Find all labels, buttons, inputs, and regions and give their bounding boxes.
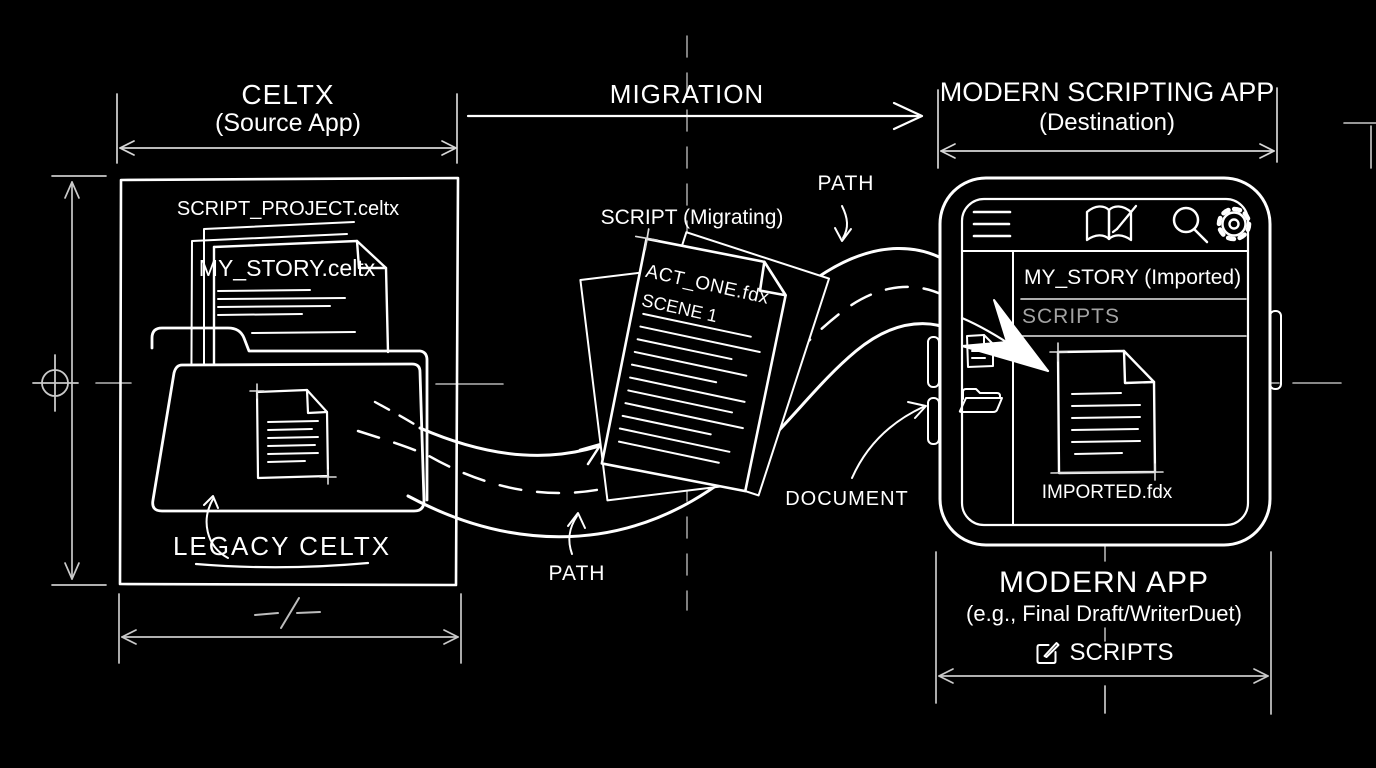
device-section-label: SCRIPTS <box>1022 305 1121 328</box>
story-file-label: MY_STORY.celtx <box>198 255 376 281</box>
destination-dimension-arrow <box>937 87 1278 169</box>
migrating-script-label: SCRIPT (Migrating) <box>600 206 784 229</box>
device-screen-title: MY_STORY (Imported) <box>1024 266 1242 289</box>
path-arrowhead-small <box>578 442 603 466</box>
edit-icon <box>1036 642 1060 665</box>
migration-label: MIGRATION <box>609 79 765 109</box>
device-side-button <box>927 397 940 445</box>
path-arrowhead-large <box>960 299 1050 373</box>
legacy-folder-label: LEGACY CELTX <box>172 531 392 561</box>
modern-app-dimension-arrow <box>935 551 1272 715</box>
sidebar-folder-icon <box>958 388 1003 413</box>
device-frame <box>927 176 1282 547</box>
device-side-button <box>927 336 940 388</box>
imported-file-label: IMPORTED.fdx <box>1041 482 1173 503</box>
source-app-box <box>118 176 460 587</box>
source-subtitle: (Source App) <box>215 109 361 137</box>
left-height-dimension <box>51 175 107 586</box>
book-pencil-icon <box>1085 204 1138 242</box>
source-dimension-arrow <box>116 93 458 164</box>
source-document <box>212 239 390 370</box>
document-arrow <box>851 401 927 479</box>
legacy-arrow <box>194 495 370 569</box>
path-bottom-label: PATH <box>548 562 606 585</box>
path-bottom-arrow <box>567 512 586 555</box>
bottom-width-dimension <box>118 593 462 664</box>
search-icon <box>1172 206 1209 244</box>
migrating-script-stack <box>579 228 831 502</box>
device-side-button <box>1269 310 1282 390</box>
break-mark <box>254 597 321 629</box>
settings-icon <box>1216 206 1252 242</box>
modern-app-title: MODERN APP <box>998 566 1210 599</box>
source-title: CELTX <box>241 79 335 110</box>
path-top-arrow <box>834 205 852 242</box>
migration-arrow <box>466 101 924 131</box>
migrating-script-sheet <box>600 228 787 493</box>
path-top-label: PATH <box>817 172 875 195</box>
imported-document-icon <box>1049 342 1164 481</box>
modern-app-subtitle: (e.g., Final Draft/WriterDuet) <box>966 601 1242 626</box>
folder-icon <box>150 326 429 513</box>
modern-app-scripts-label: SCRIPTS <box>1069 639 1174 666</box>
top-right-edge-ticks <box>1343 122 1376 169</box>
folder-document-icon <box>249 383 337 485</box>
project-file-label: SCRIPT_PROJECT.celtx <box>176 198 400 220</box>
modern-app-scripts: SCRIPTS <box>1034 639 1174 666</box>
destination-title: MODERN SCRIPTING APP <box>939 77 1275 107</box>
device-content-dividers <box>1020 298 1247 337</box>
menu-icon <box>972 210 1012 238</box>
destination-subtitle: (Destination) <box>1038 109 1176 136</box>
document-label: DOCUMENT <box>785 488 909 510</box>
datum-target-icon <box>32 354 79 412</box>
